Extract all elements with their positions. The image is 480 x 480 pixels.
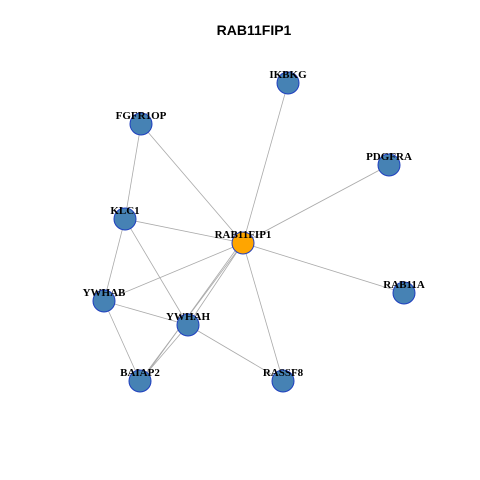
node-rassf8 — [271, 369, 295, 393]
edge-fgfr1op-klc1 — [124, 123, 142, 220]
edge-rab11fip1-ikbkg — [242, 82, 289, 244]
edge-rab11fip1-klc1 — [124, 218, 244, 244]
node-label-rab11fip1: RAB11FIP1 — [215, 229, 272, 241]
edge-klc1-ywhah — [124, 218, 189, 326]
node-label-baiap2: BAIAP2 — [120, 367, 160, 379]
edge-rab11fip1-rassf8 — [242, 242, 284, 382]
edge-ywhab-ywhah — [103, 300, 189, 326]
node-fgfr1op — [129, 112, 153, 136]
edge-rab11fip1-baiap2 — [139, 242, 244, 382]
edge-ywhah-rassf8 — [187, 324, 284, 382]
node-pdgfra — [377, 153, 401, 177]
edge-rab11fip1-pdgfra — [242, 164, 390, 244]
node-layer — [92, 71, 416, 393]
node-ywhab — [92, 289, 116, 313]
edge-klc1-ywhab — [103, 218, 126, 302]
node-ywhah — [176, 313, 200, 337]
node-label-ywhah: YWHAH — [166, 311, 210, 323]
node-label-ywhab: YWHAB — [83, 287, 126, 299]
node-label-klc1: KLC1 — [110, 205, 139, 217]
node-baiap2 — [128, 369, 152, 393]
node-label-pdgfra: PDGFRA — [366, 151, 412, 163]
node-rab11fip1 — [231, 231, 255, 255]
node-ikbkg — [276, 71, 300, 95]
node-label-rab11a: RAB11A — [383, 279, 425, 291]
edge-rab11fip1-rab11a — [242, 242, 405, 294]
edge-rab11fip1-ywhah — [187, 242, 244, 326]
edge-rab11fip1-baiap2-alt — [141, 243, 241, 381]
node-label-fgfr1op: FGFR1OP — [116, 110, 167, 122]
edge-ywhab-baiap2 — [103, 300, 141, 382]
edge-rab11fip1-ywhab — [103, 242, 244, 302]
node-klc1 — [113, 207, 137, 231]
edge-layer — [103, 82, 405, 382]
graph-title: RAB11FIP1 — [217, 22, 292, 38]
edge-rab11fip1-fgfr1op — [140, 123, 244, 244]
node-label-ikbkg: IKBKG — [269, 69, 307, 81]
node-rab11a — [392, 281, 416, 305]
node-label-rassf8: RASSF8 — [263, 367, 304, 379]
